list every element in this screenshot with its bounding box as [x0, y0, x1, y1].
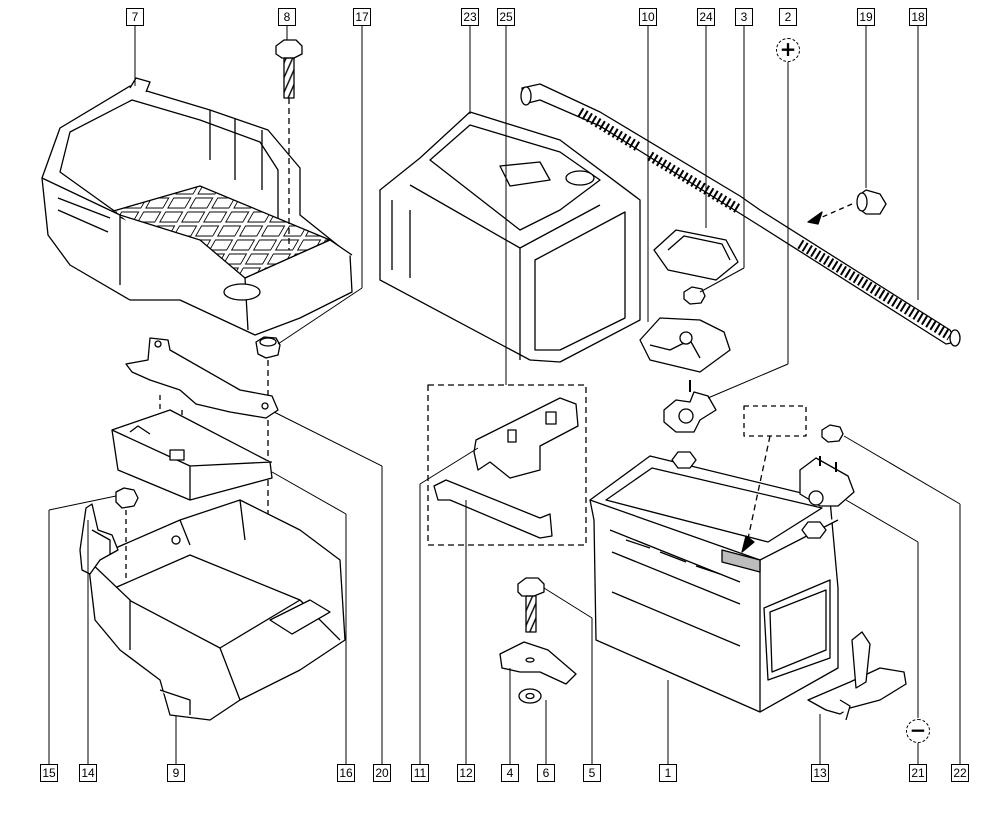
plug-19 — [807, 189, 887, 225]
strap-bracket-assembly — [427, 384, 587, 546]
label-7: 7 — [126, 8, 144, 26]
label-19: 19 — [857, 8, 875, 26]
label-22: 22 — [951, 764, 969, 782]
insulation-cover-16 — [111, 409, 273, 501]
label-12: 12 — [457, 764, 475, 782]
clamp-plate-4 — [499, 641, 577, 685]
leader-lines — [48, 24, 961, 764]
battery-cover-23 — [379, 111, 641, 363]
threaded-rod-18 — [520, 83, 961, 347]
nut-22 — [821, 424, 844, 443]
label-16: 16 — [337, 764, 355, 782]
label-6: 6 — [537, 764, 555, 782]
label-2: 2 — [779, 8, 797, 26]
washer-6 — [518, 688, 542, 704]
label-25: 25 — [497, 8, 515, 26]
nut-15 — [115, 487, 139, 580]
label-17: 17 — [353, 8, 371, 26]
clip-14 — [79, 503, 119, 575]
bolt-5 — [517, 577, 545, 633]
label-18: 18 — [909, 8, 927, 26]
label-1: 1 — [659, 764, 677, 782]
bolt-8 — [275, 39, 303, 250]
label-15: 15 — [40, 764, 58, 782]
label-13: 13 — [811, 764, 829, 782]
hold-down-clip-13 — [807, 631, 907, 721]
terminal-clamp-10 — [639, 317, 731, 373]
positive-terminal-2 — [663, 380, 717, 433]
label-11: 11 — [411, 764, 429, 782]
negative-terminal-21 — [799, 456, 855, 507]
label-9: 9 — [167, 764, 185, 782]
label-20: 20 — [373, 764, 391, 782]
label-21: 21 — [909, 764, 927, 782]
label-5: 5 — [583, 764, 601, 782]
label-24: 24 — [697, 8, 715, 26]
battery-1 — [589, 405, 839, 713]
label-10: 10 — [639, 8, 657, 26]
label-3: 3 — [735, 8, 753, 26]
battery-tray-upper — [41, 77, 353, 336]
battery-tray-lower — [87, 499, 346, 721]
nut-3 — [683, 286, 706, 305]
label-23: 23 — [461, 8, 479, 26]
terminal-cap-24 — [653, 229, 739, 281]
label-14: 14 — [79, 764, 97, 782]
label-4: 4 — [501, 764, 519, 782]
positive-symbol: + — [776, 38, 800, 62]
label-8: 8 — [278, 8, 296, 26]
negative-symbol: − — [906, 719, 930, 743]
